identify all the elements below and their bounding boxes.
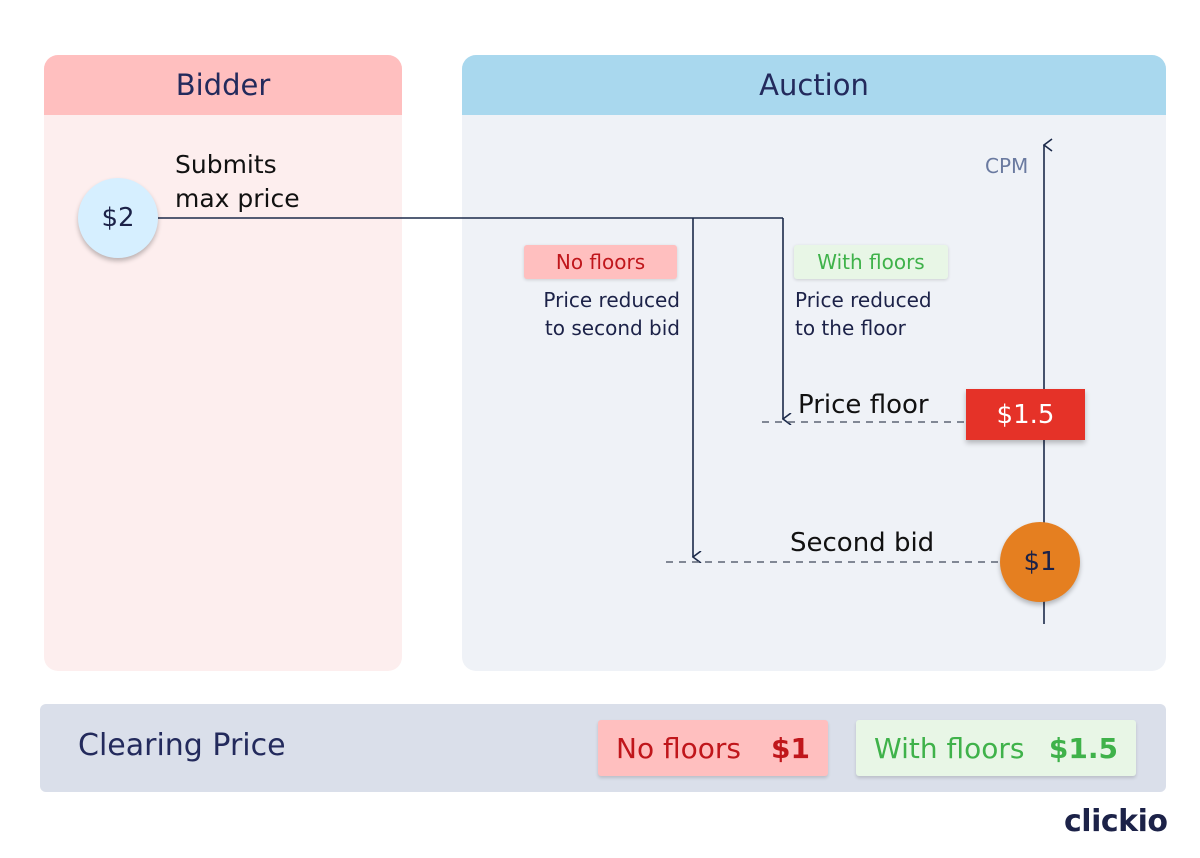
no-floors-result-value: $1 (771, 731, 810, 765)
no-floors-tag: No floors (524, 245, 677, 279)
auction-title: Auction (462, 55, 1166, 115)
max-bid-circle: $2 (78, 178, 158, 258)
no-floors-description: Price reduced to second bid (543, 288, 680, 340)
no-floors-result: No floors $1 (598, 720, 828, 776)
clickio-logo: clickio (1064, 804, 1168, 839)
cpm-axis-label: CPM (985, 154, 1029, 178)
with-floors-description: Price reduced to the floor (795, 288, 932, 340)
submits-max-price-label: Submits max price (175, 150, 300, 213)
second-bid-circle: $1 (1000, 522, 1080, 602)
second-bid-label: Second bid (790, 528, 935, 558)
bidder-panel: Bidder (44, 55, 402, 671)
bidder-title: Bidder (44, 55, 402, 115)
price-floor-badge: $1.5 (966, 389, 1085, 440)
no-floors-result-label: No floors (616, 731, 741, 765)
clearing-price-label: Clearing Price (78, 728, 286, 763)
with-floors-result-value: $1.5 (1048, 731, 1118, 765)
with-floors-tag: With floors (794, 245, 948, 279)
with-floors-result-label: With floors (874, 731, 1025, 765)
price-floor-label: Price floor (798, 390, 929, 420)
with-floors-result: With floors $1.5 (856, 720, 1136, 776)
